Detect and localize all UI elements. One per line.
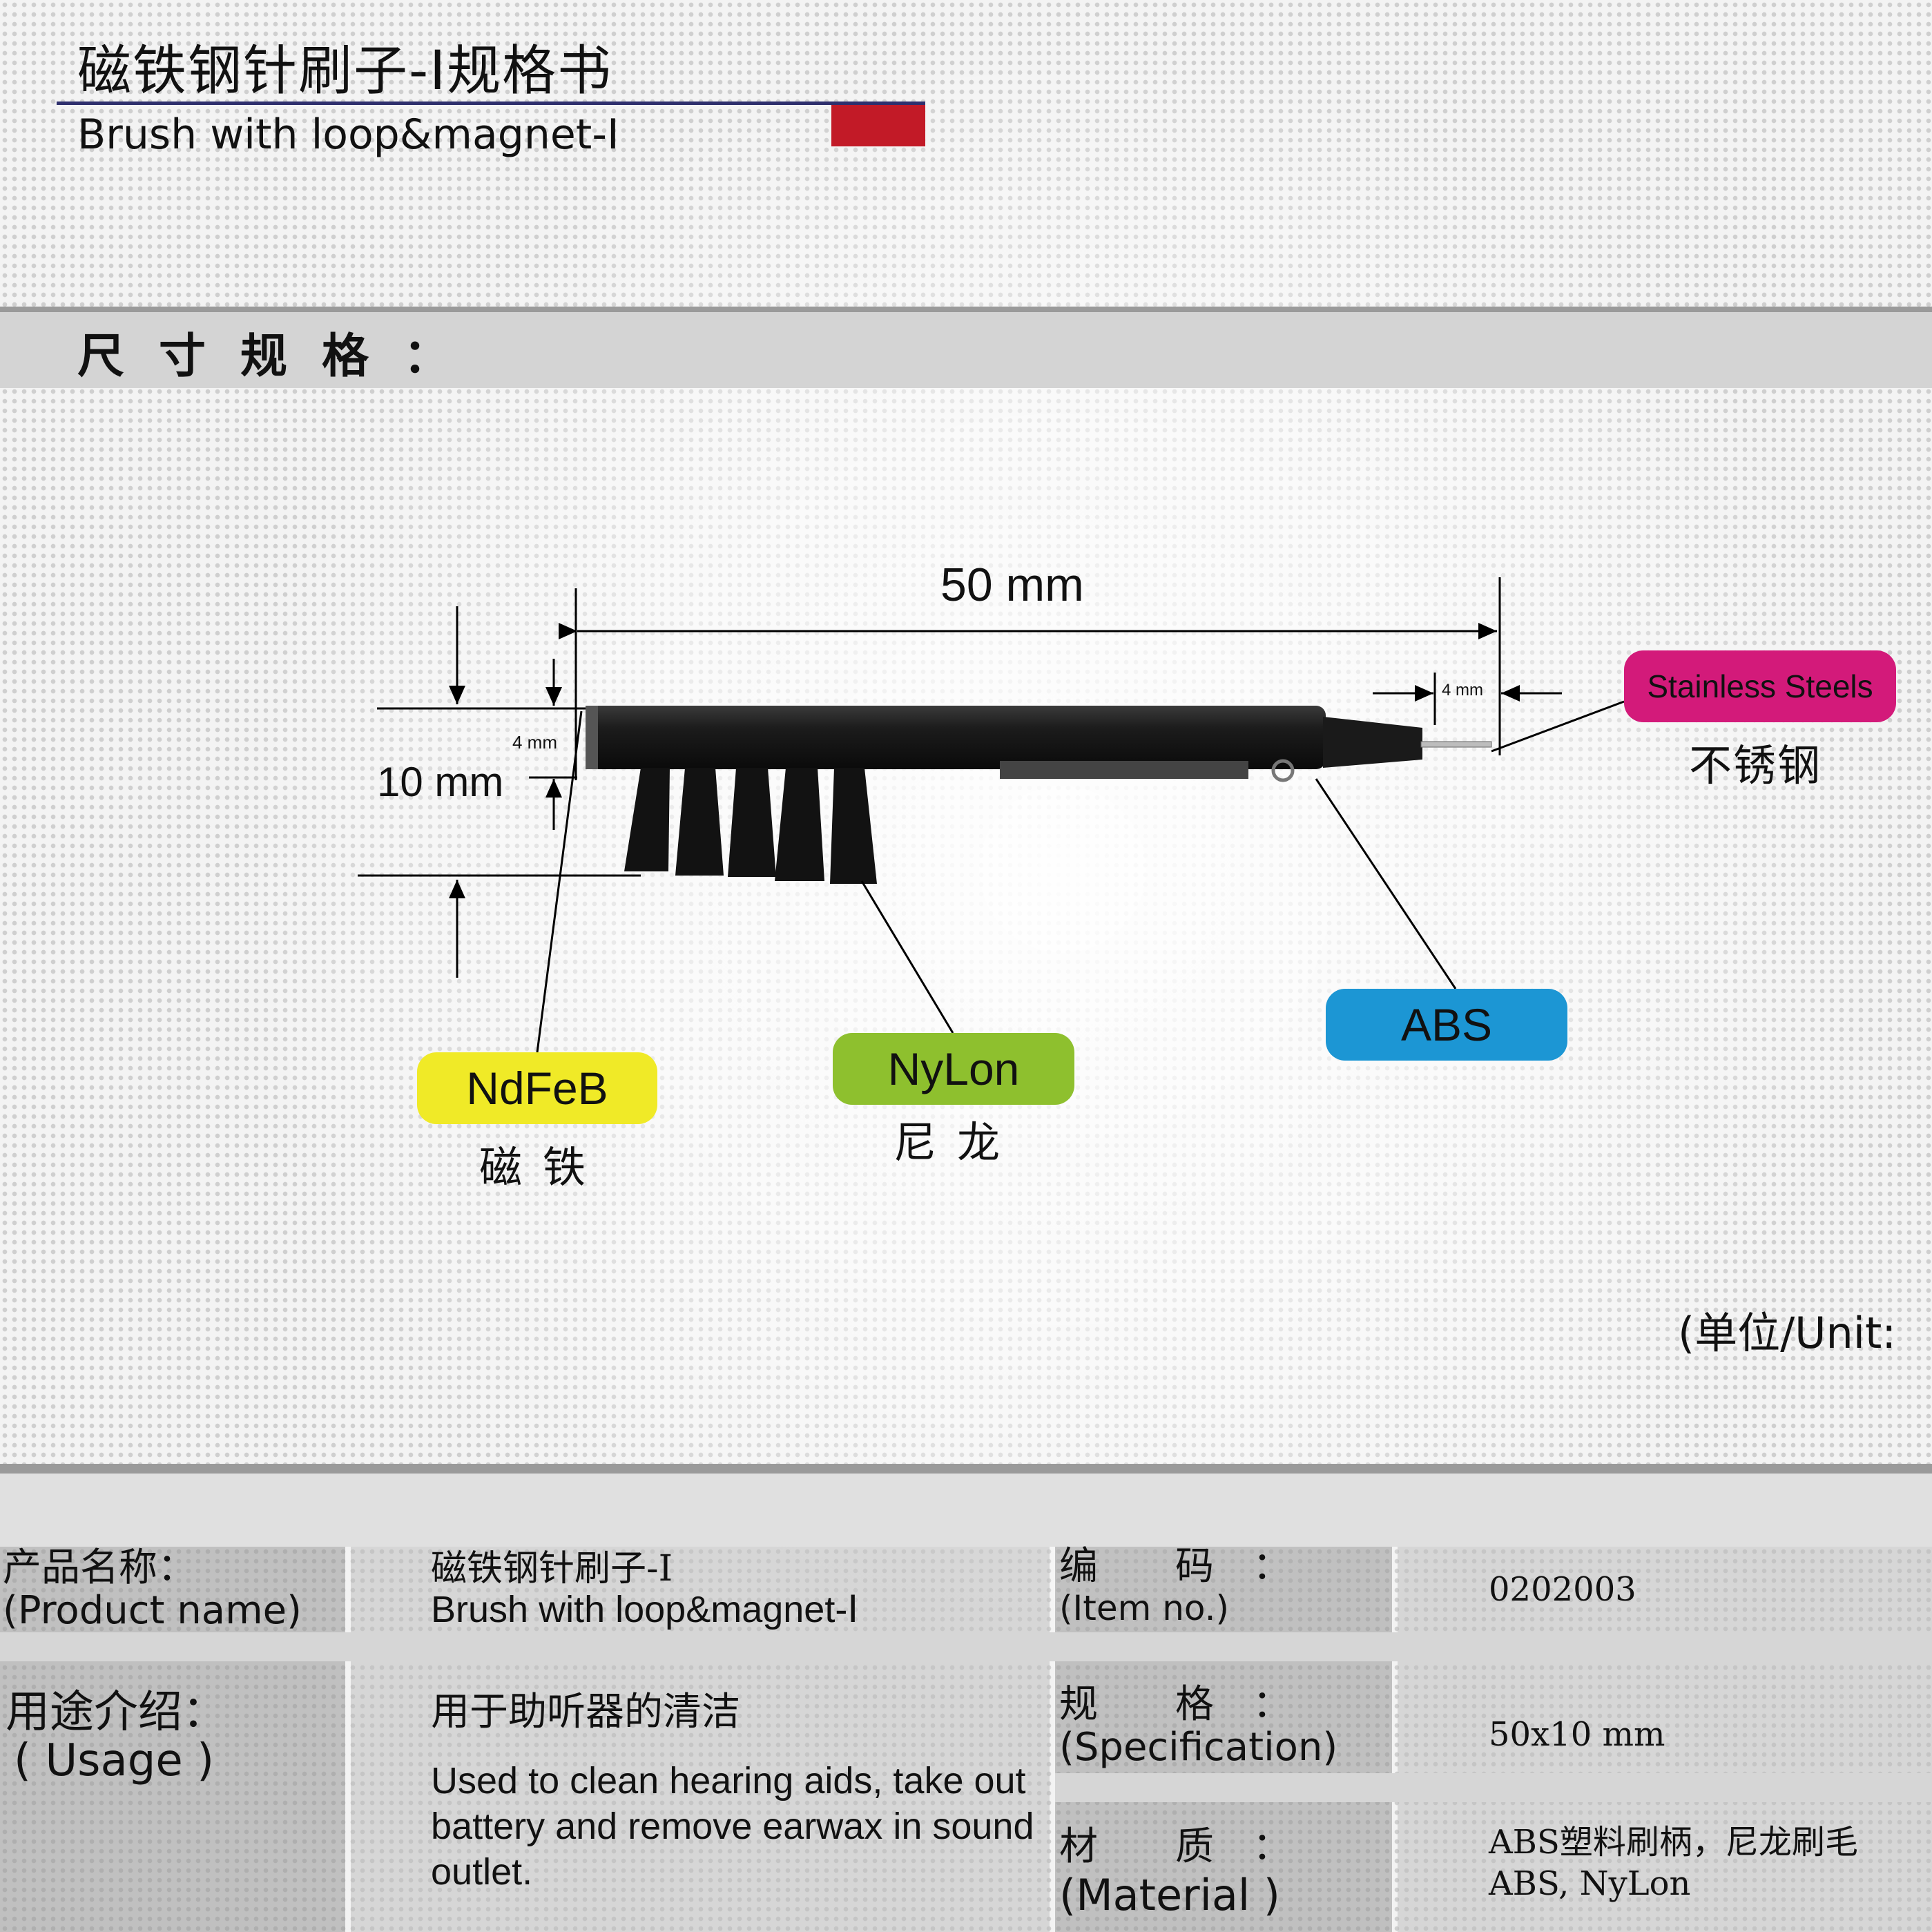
material-tag-abs: ABS bbox=[1326, 989, 1567, 1061]
table-separator bbox=[0, 1632, 1932, 1661]
magnet-end bbox=[586, 706, 598, 769]
table-band-rule bbox=[0, 1464, 1932, 1474]
page-title-cn: 磁铁钢针刷子-Ⅰ规格书 bbox=[77, 40, 613, 102]
usage-label-en: ( Usage ) bbox=[14, 1735, 215, 1786]
product-dimension-drawing bbox=[358, 577, 1625, 1053]
product-name-cn: 磁铁钢针刷子-Ⅰ bbox=[431, 1548, 673, 1590]
section-title: 尺寸规格： bbox=[77, 329, 485, 384]
cell-usage-value bbox=[351, 1661, 1050, 1932]
item-no-label-cn: 编 码 ： bbox=[1059, 1544, 1291, 1589]
cell-product-name-value bbox=[351, 1547, 1050, 1632]
title-accent-block bbox=[831, 105, 925, 146]
item-no-label-en: (Item no.) bbox=[1059, 1588, 1230, 1628]
cell-product-name-label bbox=[0, 1547, 345, 1632]
product-name-label-cn: 产品名称： bbox=[3, 1545, 196, 1590]
material-cn-stainless: 不锈钢 bbox=[1689, 740, 1822, 791]
cell-item-no-value bbox=[1398, 1547, 1932, 1632]
cell-spec-value bbox=[1398, 1661, 1932, 1773]
product-name-en: Brush with loop&magnet-Ⅰ bbox=[431, 1589, 859, 1630]
item-no-value: 0202003 bbox=[1489, 1570, 1636, 1609]
cell-spec-label bbox=[1055, 1661, 1392, 1773]
height-dimension-label: 10 mm bbox=[377, 759, 504, 805]
material-label-en: (Material ) bbox=[1059, 1870, 1280, 1920]
material-cn-ndfeb: 磁铁 bbox=[479, 1142, 607, 1192]
cell-material-value bbox=[1398, 1802, 1932, 1932]
nylon-bristles bbox=[624, 768, 877, 884]
cell-usage-label bbox=[0, 1661, 345, 1932]
material-tag-ndfeb: NdFeB bbox=[417, 1052, 657, 1124]
cell-material-label bbox=[1055, 1802, 1392, 1932]
magnet-thickness-label: 4 mm bbox=[512, 732, 557, 753]
product-name-label-en: (Product name) bbox=[3, 1588, 302, 1633]
cell-item-no-label bbox=[1055, 1547, 1392, 1632]
table-separator bbox=[1055, 1773, 1932, 1802]
material-tag-nylon: NyLon bbox=[833, 1033, 1074, 1105]
dimension-lines bbox=[358, 577, 1562, 978]
spec-value: 50x10 mm bbox=[1489, 1715, 1665, 1754]
stainless-needle bbox=[1420, 741, 1492, 748]
usage-en-line: battery and remove earwax in sound bbox=[431, 1806, 1034, 1847]
needle-length-label: 4 mm bbox=[1442, 681, 1483, 699]
spec-label-cn: 规 格 ： bbox=[1059, 1682, 1291, 1727]
spec-label-en: (Specification) bbox=[1059, 1725, 1338, 1770]
section-band-rule bbox=[0, 307, 1932, 312]
table-band bbox=[0, 1474, 1932, 1547]
page-title-en: Brush with loop&magnet-Ⅰ bbox=[77, 110, 619, 159]
material-label-cn: 材 质 ： bbox=[1059, 1824, 1291, 1869]
callout-leaders bbox=[536, 700, 1625, 1053]
title-underline bbox=[57, 102, 925, 105]
material-tag-stainless: Stainless Steels bbox=[1624, 650, 1896, 722]
section-band bbox=[0, 312, 1932, 388]
length-dimension-label: 50 mm bbox=[940, 559, 1084, 611]
usage-cn: 用于助听器的清洁 bbox=[431, 1690, 740, 1735]
usage-en-line: outlet. bbox=[431, 1851, 533, 1893]
brush-handle bbox=[586, 706, 1422, 782]
unit-note: (单位/Unit: bbox=[1678, 1308, 1897, 1358]
usage-label-cn: 用途介绍： bbox=[6, 1687, 226, 1738]
material-value-cn: ABS塑料刷柄，尼龙刷毛 bbox=[1489, 1823, 1858, 1862]
material-cn-nylon: 尼龙 bbox=[893, 1117, 1021, 1168]
usage-en-line: Used to clean hearing aids, take out bbox=[431, 1760, 1026, 1801]
material-value-en: ABS, NyLon bbox=[1489, 1864, 1691, 1903]
